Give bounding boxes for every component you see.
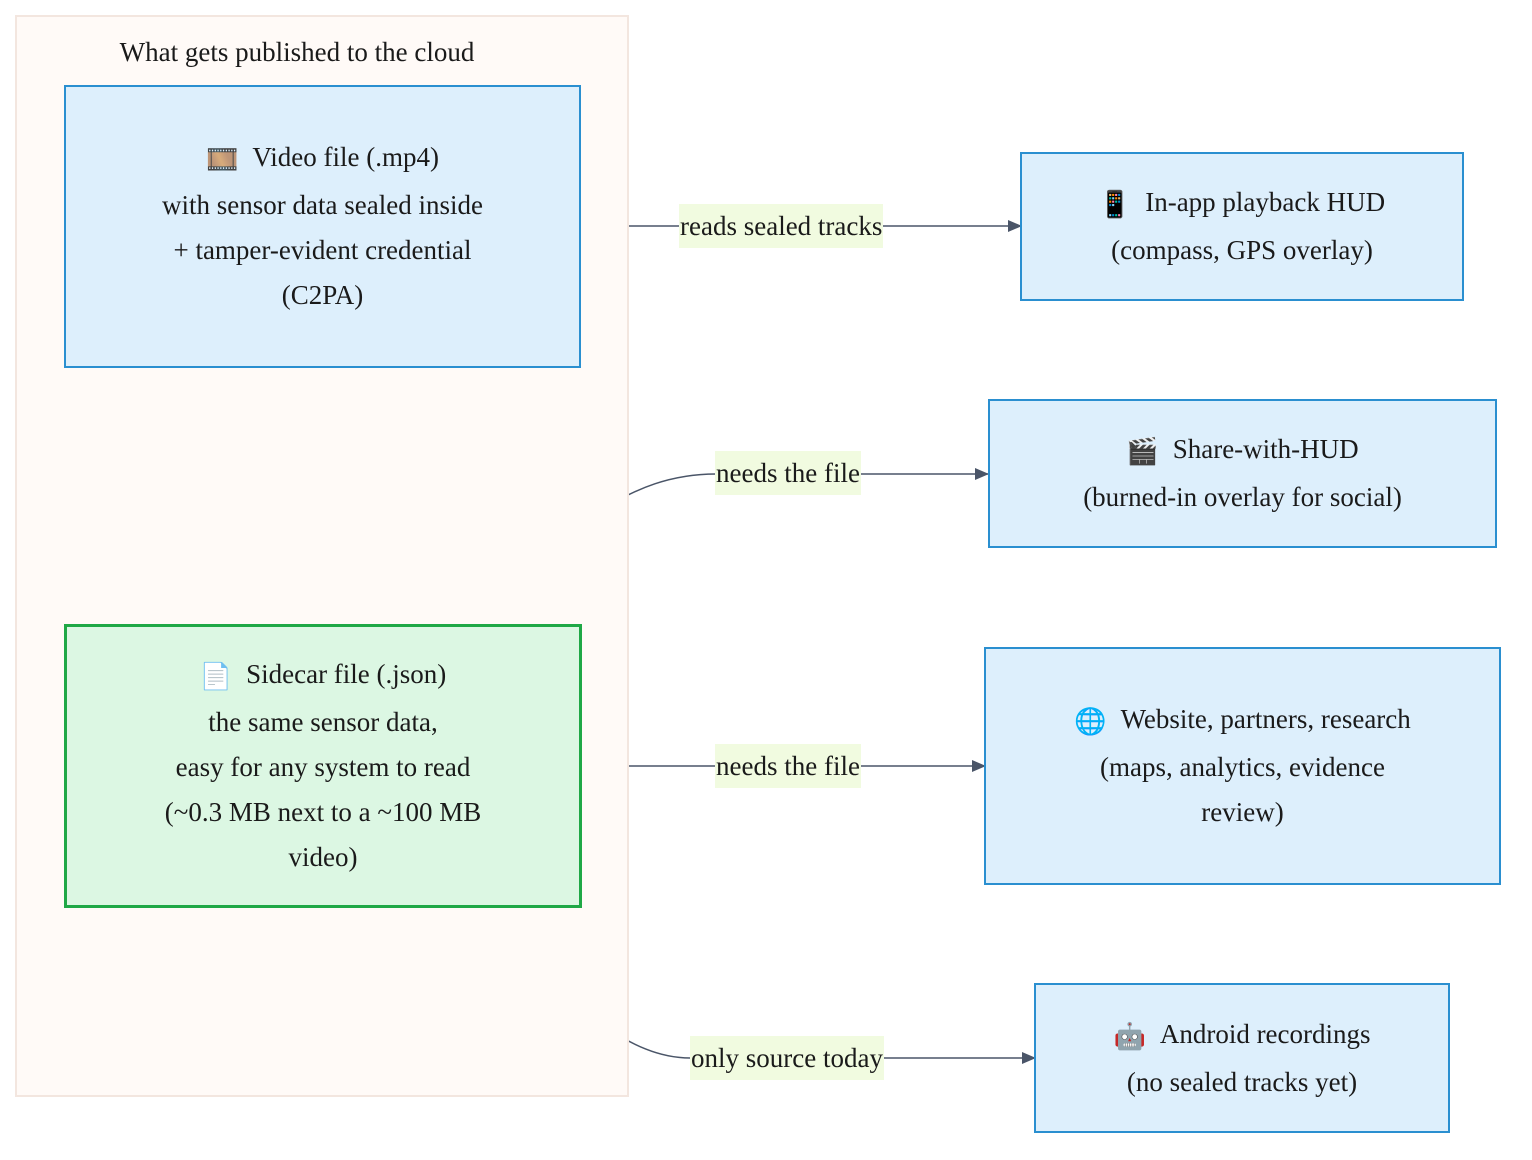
- playback-hud-line-2: (compass, GPS overlay): [1111, 235, 1373, 265]
- sidecar-file-line-3: easy for any system to read: [175, 752, 471, 782]
- share-with-hud-title: Share-with-HUD: [1172, 434, 1359, 464]
- website-partners-node: 🌐 Website, partners, research (maps, anal…: [984, 647, 1501, 885]
- sidecar-file-line-2: the same sensor data,: [208, 707, 438, 737]
- share-with-hud-node: 🎬 Share-with-HUD (burned-in overlay for s…: [988, 399, 1497, 548]
- clapper-board-icon: 🎬: [1126, 437, 1159, 467]
- android-recordings-title: Android recordings: [1159, 1018, 1371, 1049]
- sidecar-file-line-4: (~0.3 MB next to a ~100 MB: [164, 797, 482, 827]
- video-file-line-4: (C2PA): [281, 280, 364, 310]
- share-with-hud-line-2: (burned-in overlay for social): [1083, 482, 1402, 512]
- sidecar-file-node: 📄 Sidecar file (.json) the same sensor da…: [64, 624, 582, 908]
- playback-hud-node: 📱 In-app playback HUD (compass, GPS overl…: [1020, 152, 1464, 301]
- page-icon: 📄: [199, 662, 233, 692]
- video-file-line-3: + tamper-evident credential: [173, 235, 472, 265]
- website-partners-title: Website, partners, research: [1120, 704, 1411, 734]
- website-partners-line-3: review): [1201, 797, 1284, 827]
- edge-label-only-source-today: only source today: [690, 1036, 884, 1080]
- android-recordings-node: 🤖 Android recordings (no sealed tracks ye…: [1034, 983, 1450, 1133]
- cluster-title: What gets published to the cloud: [119, 37, 475, 67]
- playback-hud-title: In-app playback HUD: [1145, 187, 1386, 217]
- sidecar-file-line-5: video): [288, 842, 358, 872]
- edge-label-needs-the-file-share: needs the file: [715, 451, 861, 495]
- edge-label-needs-the-file-website: needs the file: [715, 744, 861, 788]
- edge-label-reads-sealed-tracks: reads sealed tracks: [679, 204, 884, 248]
- globe-icon: 🌐: [1074, 707, 1107, 737]
- website-partners-line-2: (maps, analytics, evidence: [1100, 752, 1385, 782]
- robot-icon: 🤖: [1113, 1021, 1146, 1052]
- video-file-title: Video file (.mp4): [252, 142, 439, 172]
- sidecar-file-title: Sidecar file (.json): [246, 659, 447, 689]
- video-file-node: 🎞️ Video file (.mp4) with sensor data sea…: [64, 85, 581, 368]
- film-frames-icon: 🎞️: [206, 145, 239, 175]
- mobile-phone-icon: 📱: [1098, 190, 1132, 220]
- android-recordings-line-2: (no sealed tracks yet): [1126, 1066, 1358, 1097]
- video-file-line-2: with sensor data sealed inside: [162, 190, 483, 220]
